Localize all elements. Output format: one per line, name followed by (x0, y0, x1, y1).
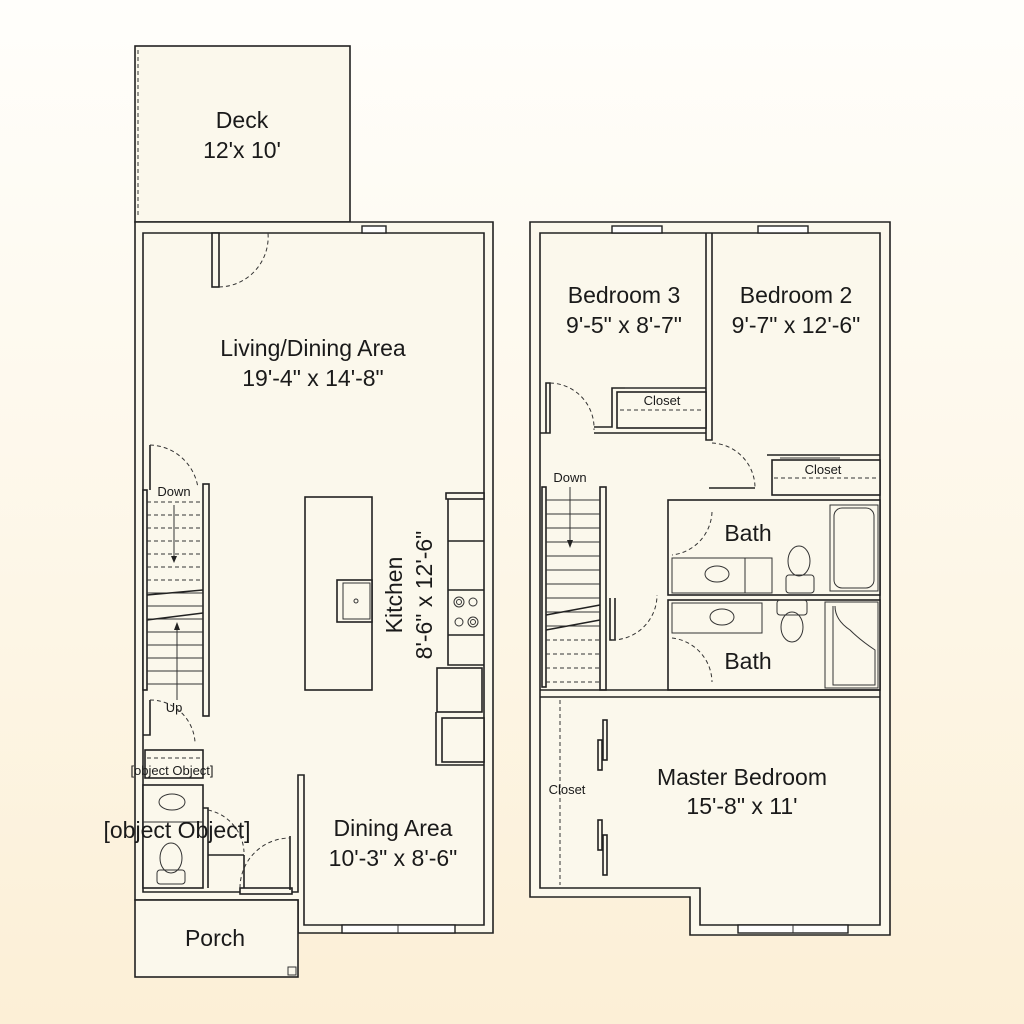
half-bath-label: [object Object] (103, 817, 250, 843)
dining-name: Dining Area (334, 815, 453, 841)
sink-icon (709, 608, 735, 626)
kitchen-size: 8'-6" x 12'-6" (411, 531, 437, 660)
second-floor: Closet Closet Bath Bath (529, 221, 891, 936)
toilet-icon (787, 545, 811, 577)
stairs-up-label: Up (166, 700, 183, 715)
bath-lower-label: Bath (724, 648, 771, 674)
sink-icon (704, 565, 730, 583)
porch (134, 899, 299, 978)
closet-label: [object Object] (130, 763, 213, 778)
first-floor-inner-wall (142, 232, 485, 926)
master-closet-label: Closet (549, 782, 586, 797)
bath-upper-label: Bath (724, 520, 771, 546)
window (361, 225, 387, 234)
bedroom2-name: Bedroom 2 (740, 282, 853, 308)
second-floor-inner-wall (539, 232, 881, 926)
stairs-down-label: Down (157, 484, 190, 499)
bedroom2-size: 9'-7" x 12'-6" (732, 312, 861, 338)
first-floor: Down Up [object Object] [object Object] (103, 45, 494, 978)
front-door[interactable] (239, 887, 293, 895)
bathtub-icon (829, 504, 879, 592)
master-closet-doors[interactable] (597, 719, 608, 876)
deck-name: Deck (216, 107, 269, 133)
master-size: 15'-8" x 11' (686, 793, 797, 819)
stairs-upper[interactable] (541, 486, 607, 691)
deck-size: 12'x 10' (203, 137, 281, 163)
bedroom3-name: Bedroom 3 (568, 282, 681, 308)
closet-bedroom-3-label: Closet (644, 393, 681, 408)
toilet-icon (159, 842, 183, 874)
kitchen-name: Kitchen (381, 557, 407, 634)
window (757, 225, 809, 234)
dining-size: 10'-3" x 8'-6" (329, 845, 458, 871)
stairs[interactable] (142, 444, 210, 717)
sink-icon (158, 793, 186, 811)
window (611, 225, 663, 234)
living-size: 19'-4" x 14'-8" (242, 365, 383, 391)
master-name: Master Bedroom (657, 764, 827, 790)
deck (134, 45, 351, 223)
shower-icon (824, 601, 879, 689)
stove-icon (453, 596, 479, 628)
bath-upper (667, 499, 881, 596)
deck-door[interactable] (211, 232, 220, 288)
toilet-icon (780, 611, 804, 643)
bedroom3-size: 9'-5" x 8'-7" (566, 312, 682, 338)
pantry (441, 717, 485, 763)
stairs-down-label-upper: Down (553, 470, 586, 485)
porch-name: Porch (185, 925, 245, 951)
bath-lower (667, 599, 881, 691)
living-name: Living/Dining Area (220, 335, 406, 361)
refrigerator (436, 667, 483, 713)
closet-bedroom-2-label: Closet (805, 462, 842, 477)
closet[interactable] (144, 749, 204, 779)
